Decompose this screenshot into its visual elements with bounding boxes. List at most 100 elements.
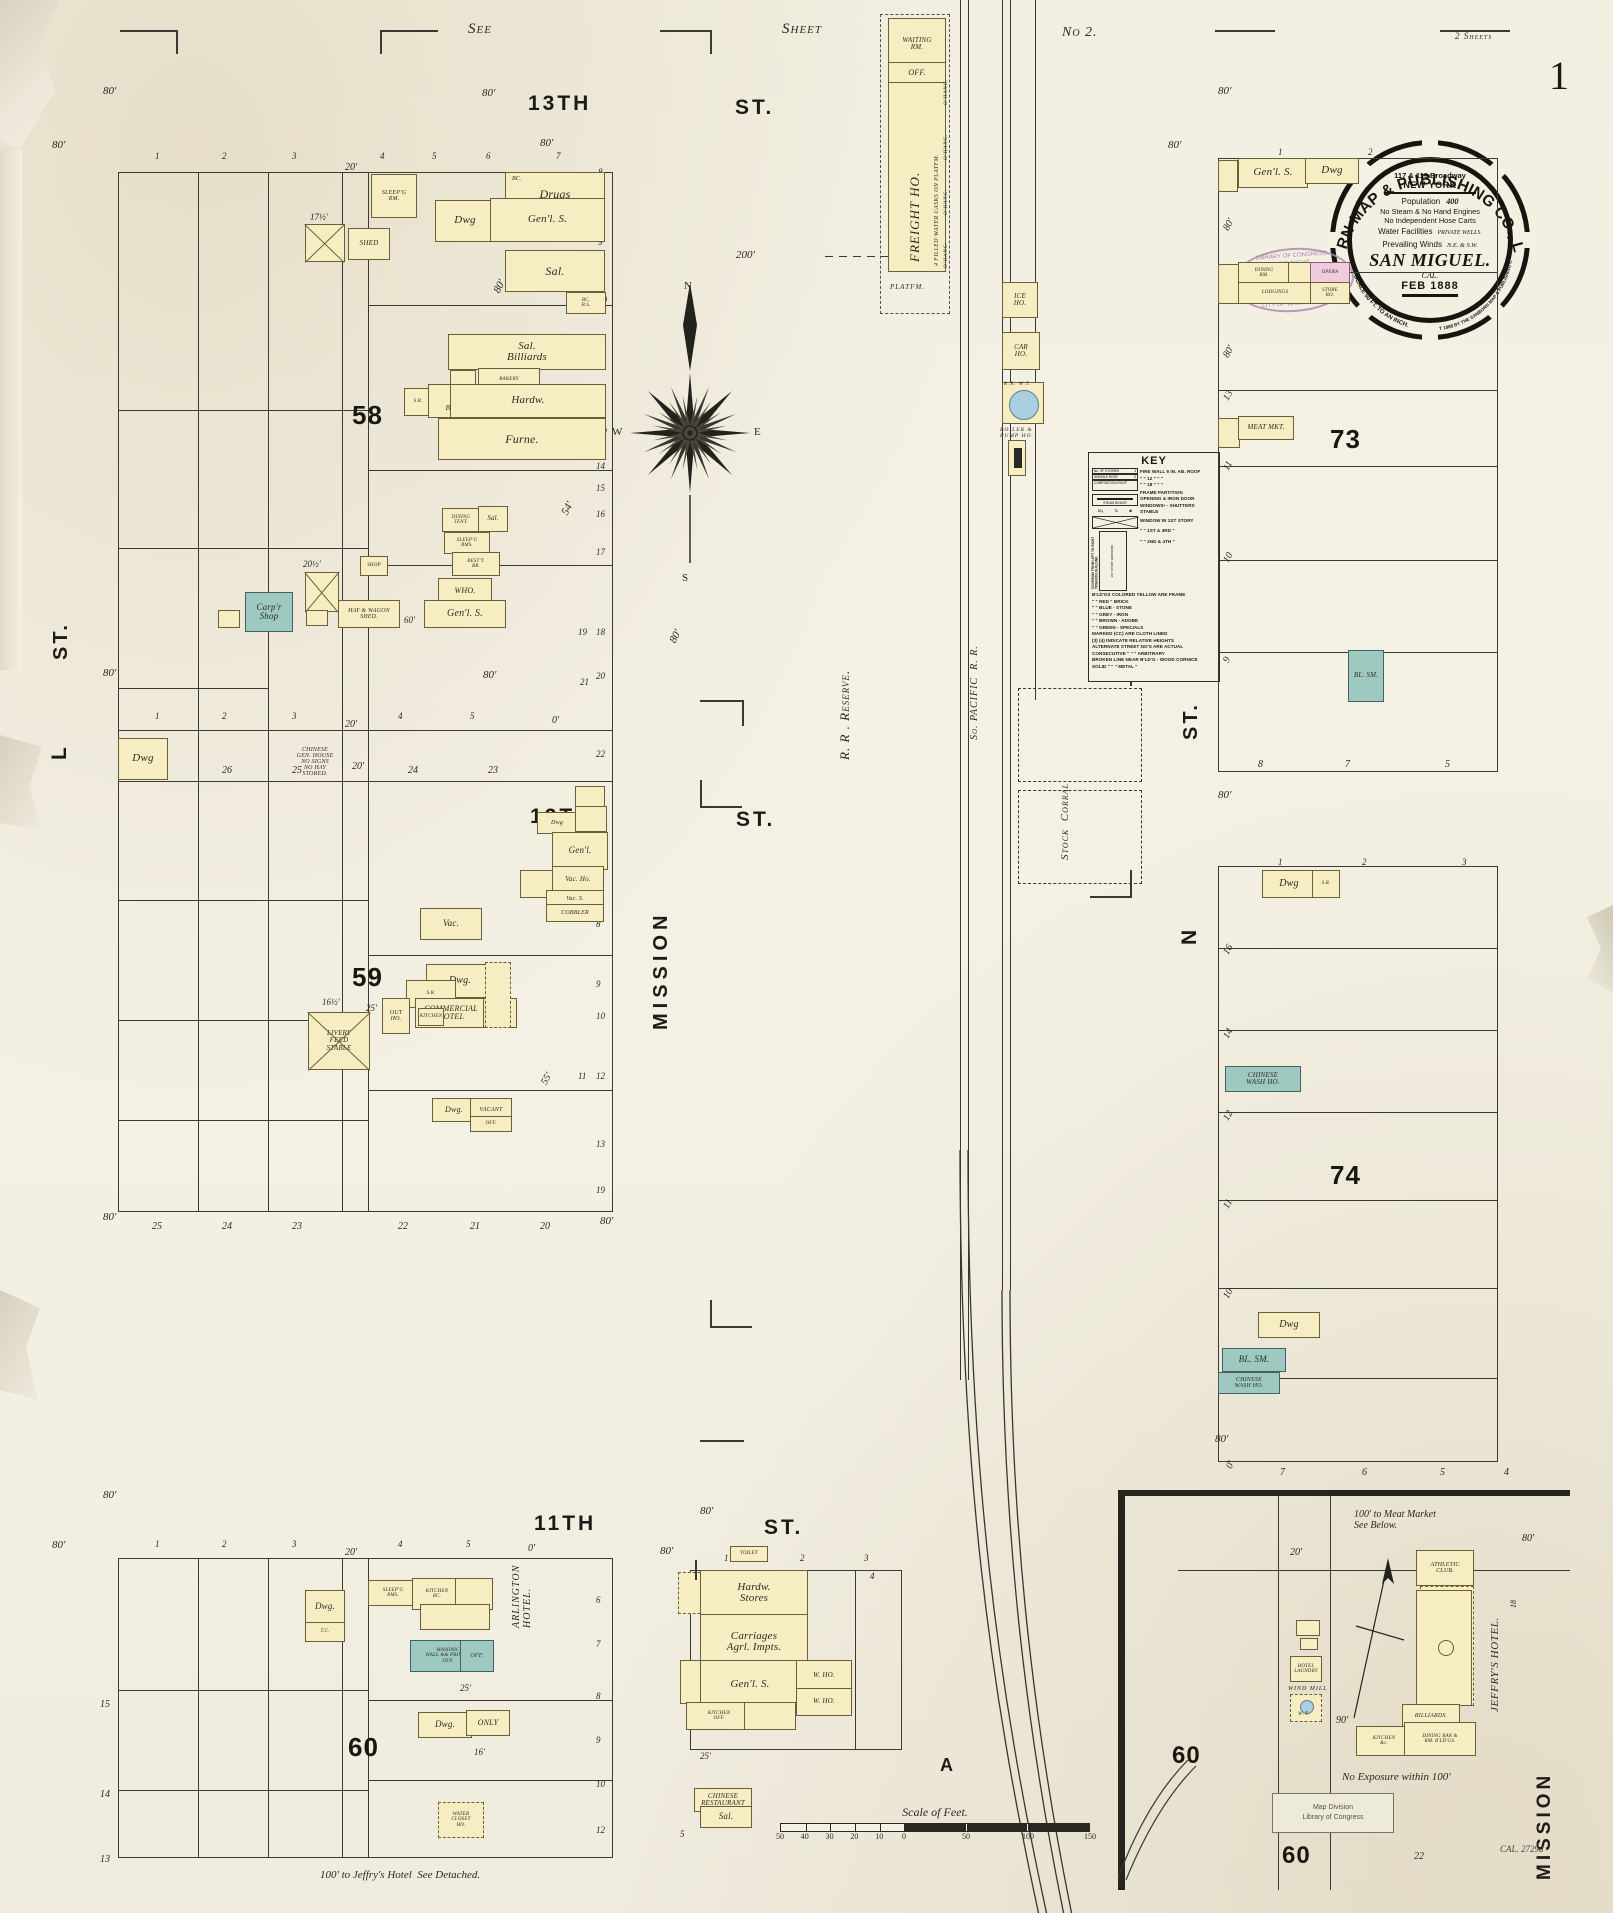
building-label: Dwg bbox=[132, 752, 154, 765]
lot-number: 7 bbox=[596, 1639, 601, 1649]
lot-number: 9 bbox=[596, 979, 601, 989]
lot-number: 6 bbox=[486, 151, 491, 161]
inset-north-arrow bbox=[1353, 1558, 1405, 1719]
lot-number: 5 bbox=[470, 711, 475, 721]
building: Vac. bbox=[420, 908, 482, 940]
building-label: Vac. S. bbox=[566, 895, 584, 902]
building-label: CHINESE WASH HO. bbox=[1234, 1376, 1264, 1389]
building-label: Carp'r Shop bbox=[256, 601, 282, 621]
building-label: ATHLETIC CLUB. bbox=[1430, 1561, 1460, 1574]
header-no2: No 2. bbox=[1062, 25, 1098, 40]
building-label: WATER CLOSET HO. bbox=[451, 1812, 471, 1828]
corner-code: CAL. 2729d bbox=[1500, 1844, 1544, 1854]
building-label: S.R. bbox=[1321, 881, 1331, 887]
lot-number: 26 bbox=[222, 765, 232, 776]
building-label: ICE HO. bbox=[1013, 291, 1027, 307]
lot-line bbox=[342, 730, 344, 1212]
lot-line bbox=[1218, 560, 1498, 562]
building-label: Sal. Billiards bbox=[507, 339, 547, 363]
lot-number: 24 bbox=[222, 1221, 232, 1232]
platform-label: PLATFM. bbox=[890, 283, 925, 291]
lot-number: 20 bbox=[540, 1221, 550, 1232]
building-chinese-wash-house: CHINESE WASH HO. bbox=[1218, 1372, 1280, 1394]
freight-platform-outline bbox=[880, 14, 950, 314]
dim-16: 16' bbox=[474, 1747, 485, 1757]
lot-number: 18 bbox=[596, 627, 605, 637]
building-boiler-pump bbox=[1008, 440, 1026, 476]
building: LODGINGS bbox=[1238, 282, 1312, 304]
lot-number: 6 bbox=[596, 1595, 601, 1605]
lot-number: 12 bbox=[596, 1071, 605, 1081]
building: Dwg bbox=[537, 812, 577, 834]
building: SLEEP'G RM. bbox=[371, 174, 417, 218]
building: HAY & WAGON SHED. bbox=[338, 600, 400, 628]
lot-line bbox=[1218, 948, 1498, 950]
overhang-label: O'HANG. bbox=[944, 78, 949, 105]
paper-edge-left bbox=[0, 150, 22, 670]
chinese-gen-house-note: CHINESE GEN. HOUSE NO SIGNS NO HAY STORE… bbox=[286, 734, 344, 790]
building-label: ONLY bbox=[477, 1717, 499, 1727]
building bbox=[1288, 262, 1312, 284]
dim-80: 80' bbox=[52, 1539, 66, 1551]
building: Sal. Billiards bbox=[448, 334, 606, 370]
building-label: OUT HO. bbox=[389, 1009, 403, 1022]
lot-number: 4 bbox=[870, 1571, 875, 1581]
lot-line bbox=[1218, 390, 1498, 392]
lot-line bbox=[268, 1558, 270, 1858]
building-label: Dwg. bbox=[314, 1601, 336, 1612]
lot-line bbox=[1218, 466, 1498, 468]
building-label: BAKERY bbox=[499, 377, 519, 383]
building: S.R. bbox=[1312, 870, 1340, 898]
header-2sheets: 2 Sheets bbox=[1455, 31, 1493, 41]
dim-80: 80' bbox=[1218, 85, 1232, 97]
block-number-60b: 60 bbox=[1172, 1742, 1201, 1769]
lot-number: 3 bbox=[292, 151, 297, 161]
lot-line bbox=[368, 1780, 613, 1782]
key-legend-label: STEAM BOILER bbox=[1103, 501, 1127, 506]
dim-17half: 17½' bbox=[310, 212, 328, 222]
building: SHOP bbox=[360, 556, 388, 576]
scale-tick: 20 bbox=[850, 1832, 859, 1841]
dim-80: 80' bbox=[660, 1545, 674, 1557]
lot-line bbox=[1218, 1200, 1498, 1202]
building: REST'T. BR. bbox=[452, 552, 500, 576]
lot-number: 5 bbox=[680, 1829, 685, 1839]
sanborn-seal: SANBORN MAP & PUBLISHING CO., LIMITED SC… bbox=[1327, 137, 1533, 343]
lot-line bbox=[198, 172, 200, 782]
jeffrys-hotel-label: JEFFRY'S HOTEL. bbox=[1489, 1617, 1501, 1712]
building-athletic-club: ATHLETIC CLUB. bbox=[1416, 1550, 1474, 1586]
building-label: OPERA bbox=[1321, 270, 1339, 276]
key-title: KEY bbox=[1141, 455, 1167, 467]
key-legend-label: COMPOSITION ROOF bbox=[1094, 481, 1127, 486]
building-label: CHINESE GEN. HOUSE NO SIGNS NO HAY STORE… bbox=[296, 746, 334, 778]
inset-dim-90: 90' bbox=[1336, 1715, 1349, 1726]
scale-tick: 0 bbox=[902, 1832, 906, 1841]
key-row: " " BLUE - STONE bbox=[1092, 605, 1133, 611]
lot-number: 13 bbox=[100, 1854, 110, 1865]
lot-line bbox=[268, 172, 270, 782]
street-n: N bbox=[1178, 926, 1201, 945]
street-st-bottom: ST. bbox=[764, 1516, 804, 1539]
lot-line bbox=[368, 305, 613, 307]
jeffrys-hotel-detached-inset: 20' 100' to Meat Market See Below. 60 90… bbox=[1118, 1490, 1570, 1890]
lot-number: 4 bbox=[398, 711, 403, 721]
overhang-label: O'HANG. bbox=[944, 188, 949, 215]
lot-line bbox=[368, 470, 613, 472]
freight-house-label: FREIGHT HO. bbox=[907, 171, 922, 262]
dim-0: 0' bbox=[552, 715, 560, 726]
windmill-label: WIND MILL bbox=[1288, 1686, 1328, 1692]
inset-note-top: 100' to Meat Market See Below. bbox=[1354, 1509, 1436, 1531]
building: SLEEP'G RMS. bbox=[444, 532, 490, 554]
seal-population-label: Population bbox=[1401, 197, 1441, 206]
seal-date: FEB 1888 bbox=[1401, 280, 1459, 292]
building-label: MASONIC HALL && PRINT'G OFF. bbox=[426, 1648, 470, 1664]
building bbox=[1296, 1620, 1320, 1636]
building-label: COMMERCIAL HOTEL bbox=[424, 1003, 478, 1021]
block-number-58: 58 bbox=[352, 400, 383, 430]
block-number-60: 60 bbox=[348, 1732, 379, 1762]
building: Hardw. Stores bbox=[700, 1570, 808, 1616]
key-row: BROKEN LINE NEAR B'LD'G - WOOD CORNICE bbox=[1092, 657, 1198, 663]
lot-number: 8 bbox=[596, 919, 601, 929]
